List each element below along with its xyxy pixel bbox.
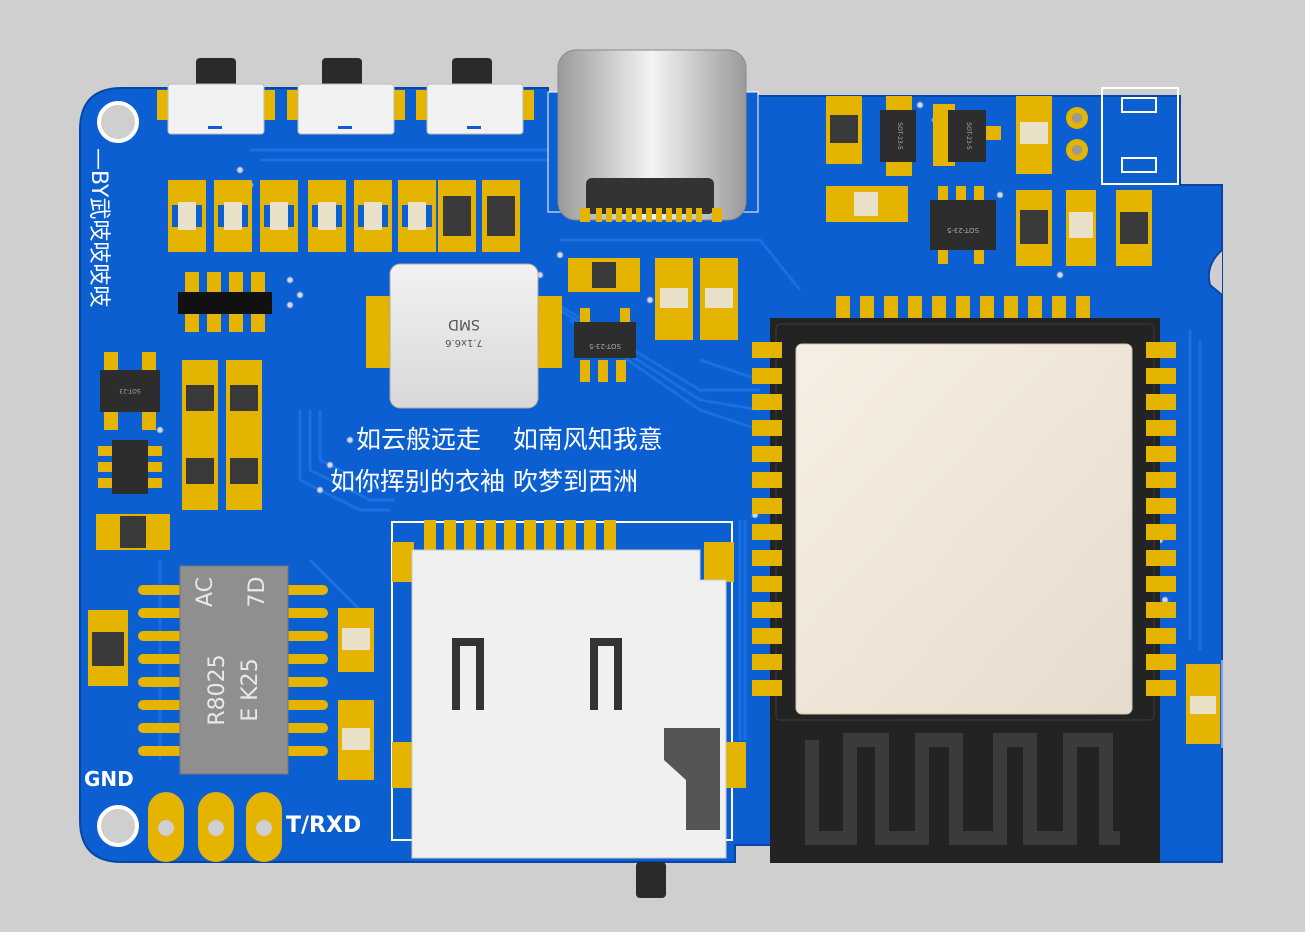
sd-card-slot — [391, 520, 746, 898]
rtc-chip-line1: R8025 — [205, 654, 230, 725]
header-pins — [148, 792, 282, 862]
poem-line-1: 如云般远走 如南风知我意 — [356, 425, 663, 454]
sot-label-u5: SOT-23 — [119, 387, 141, 394]
power-inductor: 7.1x6.6 SMD — [366, 263, 562, 409]
resistor-array — [178, 272, 272, 332]
mounting-hole-top-left — [97, 101, 139, 143]
rtc-chip-code-b: 7D — [245, 577, 270, 608]
tactile-switch-2 — [287, 58, 405, 135]
pcb-antenna-trace — [805, 733, 1120, 845]
rtc-capacitors — [338, 608, 374, 780]
rtc-chip-code-a: AC — [193, 577, 218, 607]
passive-component-row — [168, 180, 520, 252]
left-side-components: SOT-23 — [88, 352, 262, 686]
author-signature: —BY武吱吱吱吱 — [86, 148, 111, 307]
inductor-size-text: 7.1x6.6 — [445, 337, 483, 348]
sot-label-u1: SOT-23-5 — [589, 342, 621, 350]
tactile-switch-1 — [157, 58, 275, 135]
mounting-hole-bottom-left — [97, 805, 139, 847]
power-components-top-right: SOT-23-5 SOT-23-5 SOT-23-5 — [826, 87, 1179, 266]
usb-c-connector — [547, 49, 759, 222]
txrx-pin-label: T/RXD — [286, 813, 361, 838]
wifi-module — [752, 296, 1176, 863]
rtc-chip: R8025 E K25 AC 7D — [138, 565, 328, 775]
regulator-group-center: SOT-23-5 — [568, 258, 738, 382]
sot-label-u2: SOT-23-5 — [896, 122, 903, 150]
capacitor-right-edge — [1186, 664, 1220, 744]
tactile-switch-3 — [416, 58, 534, 135]
gnd-pin-label: GND — [84, 767, 134, 791]
sot-label-u4: SOT-23-5 — [947, 226, 979, 234]
rtc-chip-line2: E K25 — [238, 658, 263, 721]
inductor-label-text: SMD — [448, 316, 480, 332]
sot-label-u3: SOT-23-5 — [965, 122, 972, 150]
poem-line-2: 如你挥别的衣袖 吹梦到西洲 — [330, 467, 638, 496]
